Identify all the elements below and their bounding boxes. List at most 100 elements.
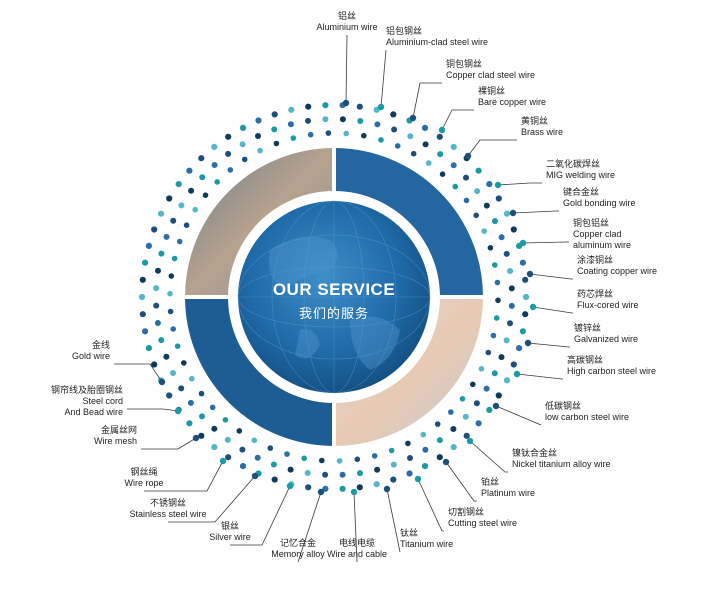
service-label-en: low carbon steel wire [545, 412, 630, 422]
service-label-zh: 铂丝 [481, 477, 500, 487]
ring-dot [498, 234, 505, 241]
ring-dot [486, 406, 493, 413]
ring-dot [463, 432, 470, 439]
ring-dot [170, 217, 177, 224]
service-label-en: Stainless steel wire [129, 509, 207, 519]
service-label-zh: 电线电缆 [338, 538, 375, 548]
leader-line [386, 488, 401, 553]
leader-line [380, 49, 387, 108]
ring-dot [214, 179, 220, 185]
service-label-en: Gold wire [71, 351, 110, 361]
service-label-zh: 药芯焊丝 [577, 289, 614, 299]
ring-dot [154, 320, 161, 326]
ring-dot [211, 444, 218, 451]
ring-dot [157, 210, 165, 217]
ring-dot [436, 437, 443, 444]
ring-dot [388, 447, 395, 454]
ring-dot [167, 308, 174, 315]
ring-dot [255, 117, 262, 124]
leader-line [469, 440, 508, 473]
service-label-zh: 高碳钢丝 [567, 355, 604, 365]
ring-dot [241, 156, 248, 163]
ring-dot [192, 206, 198, 213]
ring-dot [492, 218, 498, 224]
ring-dot [170, 326, 176, 332]
ring-dot [374, 466, 381, 473]
service-label-en: Copper clad aluminum wire [573, 229, 632, 250]
ring-dot [507, 320, 513, 327]
ring-dot [405, 440, 411, 447]
ring-dot [378, 137, 384, 143]
service-label-en: Wire mesh [93, 436, 137, 446]
service-label-zh: 不锈钢丝 [149, 498, 187, 508]
leader-line [230, 485, 291, 546]
service-label-en: Flux-cored wire [577, 300, 639, 310]
leader-line [412, 82, 442, 119]
ring-dot [239, 446, 246, 453]
ring-dot [142, 259, 149, 266]
ring-dot [307, 131, 314, 138]
leader-line [529, 273, 573, 280]
leader-line [497, 182, 542, 186]
leader-anchor-dot [492, 402, 500, 410]
ring-dot [339, 485, 346, 492]
leader-anchor-dot [519, 239, 527, 247]
ring-dot [436, 133, 443, 140]
ring-dot [158, 337, 165, 344]
leader-anchor-dot [466, 437, 474, 445]
ring-dot [225, 454, 232, 461]
leader-line [345, 34, 348, 104]
ring-dot [491, 370, 498, 377]
ring-dot [166, 392, 173, 399]
ring-dot [305, 103, 312, 110]
leader-anchor-dot [494, 181, 502, 189]
ring-dot [495, 195, 502, 202]
ring-dot [138, 293, 146, 301]
ring-dot [239, 463, 247, 470]
ring-dot [450, 444, 457, 451]
ring-dot [239, 124, 247, 131]
leader-line [522, 241, 569, 244]
ring-dot [224, 436, 231, 443]
ring-dot [421, 463, 429, 470]
leader-line [441, 109, 474, 131]
leader-line [516, 373, 563, 380]
service-label-zh: 铜包钢丝 [446, 59, 483, 69]
ring-dot [357, 470, 363, 477]
ring-dot [145, 242, 152, 249]
ring-dot [495, 297, 501, 304]
ring-dot [178, 202, 185, 209]
ring-dot [225, 133, 232, 140]
ring-dot [390, 111, 397, 118]
ring-dot [450, 162, 457, 169]
ring-outer-edge [183, 146, 485, 448]
ring-dot [503, 337, 510, 344]
leader-anchor-dot [342, 99, 350, 107]
ring-dot [394, 143, 401, 149]
ring-dot [319, 457, 325, 464]
ring-dot [189, 375, 195, 382]
ring-dot [198, 390, 205, 397]
ring-dot [236, 428, 243, 434]
service-label-en: Galvanized wire [574, 334, 639, 344]
ring-dot [186, 167, 193, 174]
ring-dot [301, 455, 308, 462]
ring-dot [181, 360, 187, 366]
ring-dot [188, 187, 195, 194]
ring-dot [139, 276, 146, 283]
ring-dot [406, 470, 413, 477]
leader-anchor-dot [526, 270, 534, 278]
ring-dot [507, 268, 514, 274]
service-label-en: Steel cord And Bead wire [64, 396, 123, 417]
ring-dot [325, 130, 332, 136]
service-label-zh: 低碳钢丝 [545, 401, 582, 411]
service-label-zh: 钢帘线及胎圈钢丝 [50, 385, 123, 395]
